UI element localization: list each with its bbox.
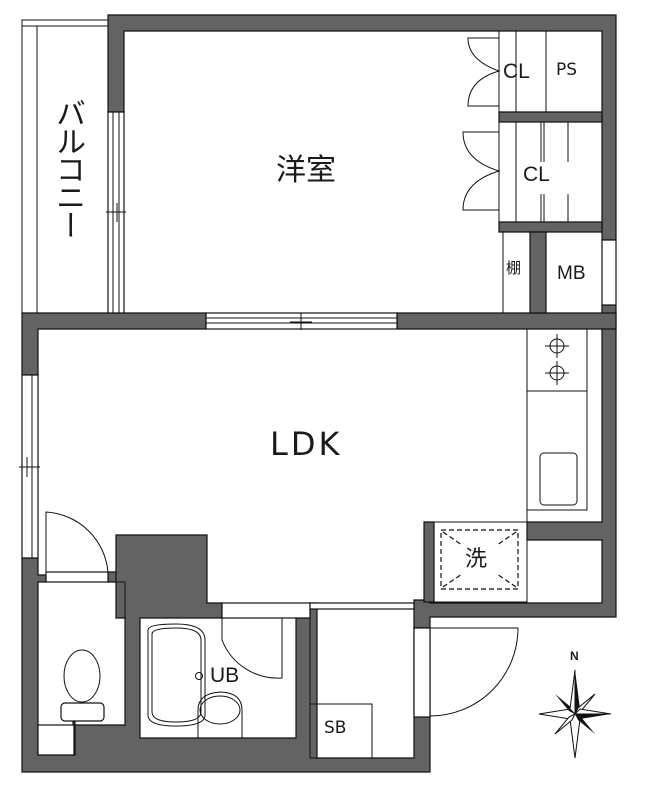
shelf (502, 231, 531, 314)
closet-middle-label: CL (523, 163, 550, 186)
balcony-label: バルコニー (50, 98, 85, 238)
balcony-window (106, 111, 126, 314)
pipe-space-label: PS (556, 60, 578, 80)
closet-middle (462, 121, 603, 223)
shelf-label: 棚 (506, 259, 522, 277)
sliding-door-ldk (205, 312, 398, 330)
ldk-window (19, 374, 40, 559)
meter-box-label: MB (557, 263, 586, 284)
western-room-label: 洋室 (276, 153, 336, 188)
shoe-box-label: SB (324, 718, 347, 738)
ldk-label: LDK (270, 425, 343, 463)
compass-rose-icon (538, 669, 612, 759)
compass-north-label: N (570, 649, 579, 663)
closet-top-label: CL (503, 60, 530, 83)
kitchen-counter (526, 328, 603, 523)
meter-box (545, 231, 617, 314)
toilet-room (37, 511, 126, 756)
washer-label: 洗 (465, 547, 488, 572)
entrance-door (413, 627, 519, 718)
washer-space (433, 521, 528, 603)
stove-burner-icon (545, 334, 569, 385)
toilet-icon (60, 649, 105, 722)
unit-bath-label: UB (210, 664, 240, 687)
closet-top (467, 30, 603, 113)
